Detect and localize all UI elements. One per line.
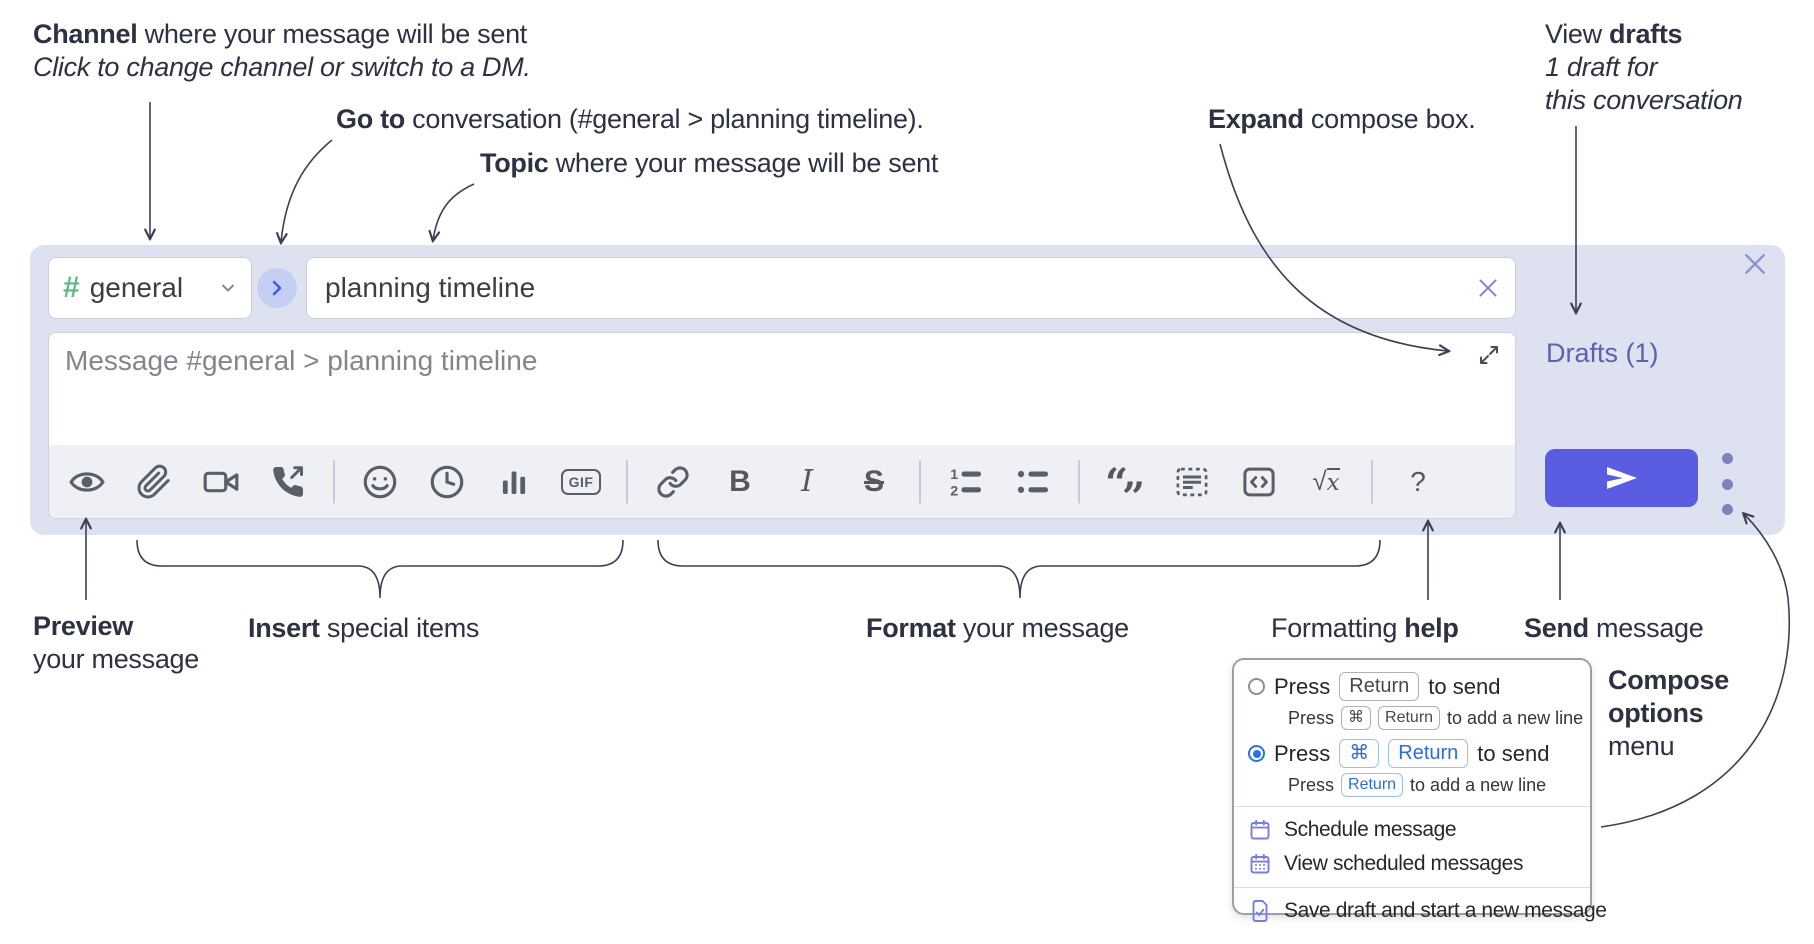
return-key: Return <box>1341 773 1404 797</box>
bold-icon[interactable]: B <box>729 464 751 498</box>
cmd-key: ⌘ <box>1341 706 1372 730</box>
return-key: Return <box>1339 672 1420 701</box>
draft-document-icon <box>1252 900 1268 922</box>
channel-annotation-bold: Channel <box>33 19 138 49</box>
channel-annotation: Channel where your message will be sent … <box>33 19 531 82</box>
send-icon <box>1606 467 1637 489</box>
channel-annotation-sub: Click to change channel or switch to a D… <box>33 52 531 82</box>
preview-annotation: Preview your message <box>33 611 199 674</box>
radio-selected[interactable] <box>1248 745 1265 762</box>
compose-options-menu-button[interactable] <box>1712 453 1742 515</box>
video-call-icon[interactable] <box>199 460 243 504</box>
drafts-annotation: View drafts 1 draft for this conversatio… <box>1545 19 1743 115</box>
go-to-conversation-button[interactable] <box>257 268 297 308</box>
schedule-message-item[interactable]: Schedule message <box>1248 813 1576 847</box>
toolbar-divider <box>1078 459 1080 504</box>
return-key: Return <box>1388 739 1469 768</box>
spoiler-icon[interactable] <box>1170 460 1214 504</box>
topic-annotation: Topic where your message will be sent <box>480 148 939 178</box>
emoji-icon[interactable] <box>358 460 402 504</box>
quote-icon[interactable]: “” <box>1105 459 1145 521</box>
toolbar-divider <box>919 459 921 504</box>
calendar-grid-icon <box>1250 853 1270 874</box>
channel-picker[interactable]: # general <box>48 257 252 319</box>
enter-sends-option[interactable]: Press Return to send <box>1248 672 1576 701</box>
clear-topic-icon[interactable] <box>1475 275 1501 301</box>
insert-annotation: Insert special items <box>248 613 480 643</box>
math-icon[interactable]: √x <box>1312 466 1340 496</box>
formatting-help-annotation: Formatting help <box>1271 613 1459 643</box>
calendar-icon <box>1250 819 1270 840</box>
italic-icon[interactable]: I <box>801 464 813 499</box>
drafts-link[interactable]: Drafts (1) <box>1546 338 1659 368</box>
message-formatting-help-icon[interactable]: ? <box>1410 465 1426 497</box>
message-input[interactable] <box>63 343 1457 443</box>
radio-unselected[interactable] <box>1248 678 1265 695</box>
poll-icon[interactable] <box>492 460 536 504</box>
preview-icon[interactable] <box>65 460 109 504</box>
svg-text:1: 1 <box>950 467 958 483</box>
format-annotation: Format your message <box>866 613 1129 643</box>
menu-divider <box>1234 887 1590 888</box>
topic-input-wrap <box>306 257 1516 319</box>
toolbar-divider <box>626 459 628 504</box>
global-time-icon[interactable] <box>425 460 469 504</box>
view-scheduled-messages-item[interactable]: View scheduled messages <box>1248 847 1576 881</box>
voice-call-icon[interactable] <box>266 460 310 504</box>
close-compose-icon[interactable] <box>1740 249 1770 279</box>
menu-divider <box>1234 806 1590 807</box>
channel-name: general <box>89 272 184 303</box>
toolbar-divider <box>1371 459 1373 504</box>
compose-options-annotation: Compose options menu <box>1608 665 1729 761</box>
expand-compose-icon[interactable] <box>1477 343 1501 367</box>
attach-file-icon[interactable] <box>132 460 176 504</box>
toolbar-divider <box>333 459 335 504</box>
cmd-enter-sends-subtext: Press Return to add a new line <box>1288 773 1576 797</box>
enter-sends-subtext: Press ⌘ Return to add a new line <box>1288 706 1583 730</box>
cmd-enter-sends-option[interactable]: Press ⌘ Return to send <box>1248 739 1576 768</box>
save-draft-item[interactable]: Save draft and start a new message <box>1248 894 1607 928</box>
topic-input[interactable] <box>323 271 1463 305</box>
channel-hash-icon: # <box>63 271 80 304</box>
message-box: GIF B I S 12 “” √x ? <box>48 332 1516 519</box>
return-key: Return <box>1378 706 1441 730</box>
compose-options-popup: Press Return to send Press ⌘ Return to a… <box>1232 658 1607 922</box>
goto-annotation: Go to conversation (#general > planning … <box>336 104 924 134</box>
bulleted-list-icon[interactable] <box>1011 460 1055 504</box>
chevron-down-icon <box>217 277 239 299</box>
send-annotation: Send message <box>1524 613 1704 643</box>
code-icon[interactable] <box>1237 460 1281 504</box>
gif-icon[interactable]: GIF <box>559 460 603 504</box>
chevron-right-icon <box>272 280 282 296</box>
svg-text:2: 2 <box>950 483 958 499</box>
cmd-key: ⌘ <box>1339 739 1380 768</box>
expand-annotation: Expand compose box. <box>1208 104 1476 134</box>
send-button[interactable] <box>1545 449 1698 507</box>
strikethrough-icon[interactable]: S <box>863 464 884 498</box>
link-icon[interactable] <box>651 460 695 504</box>
